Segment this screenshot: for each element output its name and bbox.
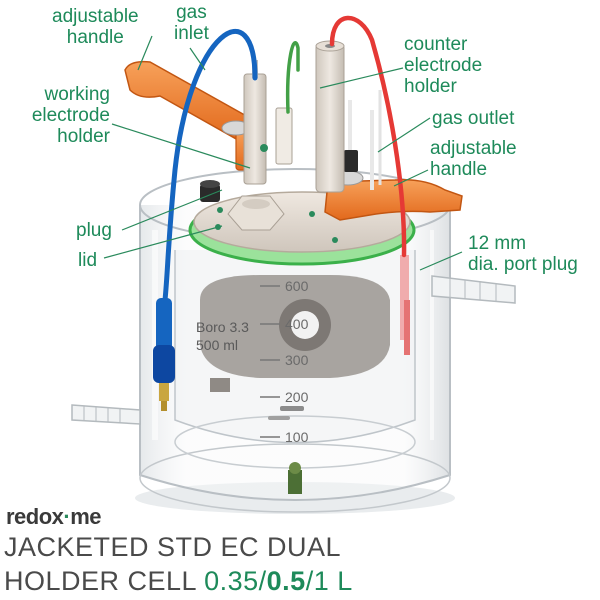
left-adjustable-handle <box>124 60 263 171</box>
red-side-electrode <box>400 255 410 355</box>
product-title-line1: JACKETED STD EC DUAL <box>4 532 342 562</box>
scale-mark-600: 600 <box>285 278 309 294</box>
label-adjustable-handle-right: adjustable handle <box>430 138 517 180</box>
label-line: holder <box>57 126 110 147</box>
label-line: handle <box>66 27 124 48</box>
label-line: dia. port plug <box>468 254 578 275</box>
scale-mark-300: 300 <box>285 352 309 368</box>
title-prefix: HOLDER CELL <box>4 566 205 596</box>
plug-cap <box>200 180 220 202</box>
green-cable <box>285 41 300 114</box>
scale-mark-200: 200 <box>285 389 309 405</box>
label-plug: plug <box>76 220 112 241</box>
size-separator: / <box>258 566 267 596</box>
size-separator: / <box>305 566 314 596</box>
lower-hose-barb <box>71 404 141 425</box>
small-tagged-holder <box>260 107 293 165</box>
label-line: counter <box>404 34 468 55</box>
graduation-scale: 600 400 300 200 100 Boro 3.3 500 ml <box>196 278 309 445</box>
red-cable <box>329 15 407 258</box>
scale-mark-100: 100 <box>285 429 309 445</box>
logo-dot: · <box>63 504 71 529</box>
counter-electrode-holder <box>315 40 345 193</box>
port-plug-barb <box>431 275 516 304</box>
vessel-volume-text: 500 ml <box>196 337 238 353</box>
label-line: gas <box>176 2 207 23</box>
label-lid: lid <box>78 250 98 271</box>
size-option-b: 0.5 <box>266 566 306 596</box>
label-line: working <box>44 84 110 105</box>
logo-left: redox <box>6 504 64 529</box>
working-electrode-holder <box>227 60 285 231</box>
label-line: electrode <box>404 55 483 76</box>
blue-banana-connector <box>153 298 175 411</box>
size-option-c: 1 L <box>313 566 353 596</box>
brand-logo: redox·me <box>6 504 102 530</box>
label-line: adjustable <box>430 138 517 159</box>
blue-cable <box>162 29 258 303</box>
label-port-plug: 12 mm dia. port plug <box>468 233 578 275</box>
label-line: electrode <box>31 105 110 126</box>
internal-holder <box>200 275 390 392</box>
label-adjustable-handle-left: adjustable handle <box>52 6 139 48</box>
label-line: 12 mm <box>468 233 527 254</box>
label-line: adjustable <box>52 6 139 27</box>
logo-right: me <box>70 504 102 529</box>
label-line: inlet <box>174 23 209 44</box>
label-gas-inlet: gas inlet <box>174 2 209 44</box>
bottom-connector <box>288 462 302 494</box>
label-line: holder <box>404 76 457 97</box>
size-option-a: 0.35 <box>204 566 259 596</box>
scale-mark-400: 400 <box>285 316 309 332</box>
label-gas-outlet: gas outlet <box>432 108 515 129</box>
leader-lines <box>103 35 463 271</box>
label-working-electrode-holder: working electrode holder <box>14 84 110 147</box>
label-line: handle <box>430 159 488 180</box>
label-counter-electrode-holder: counter electrode holder <box>404 34 482 97</box>
product-title-line2: HOLDER CELL 0.35/0.5/1 L <box>4 566 353 597</box>
vessel-brand-text: Boro 3.3 <box>196 319 249 335</box>
gas-outlet-tubes <box>344 90 382 190</box>
